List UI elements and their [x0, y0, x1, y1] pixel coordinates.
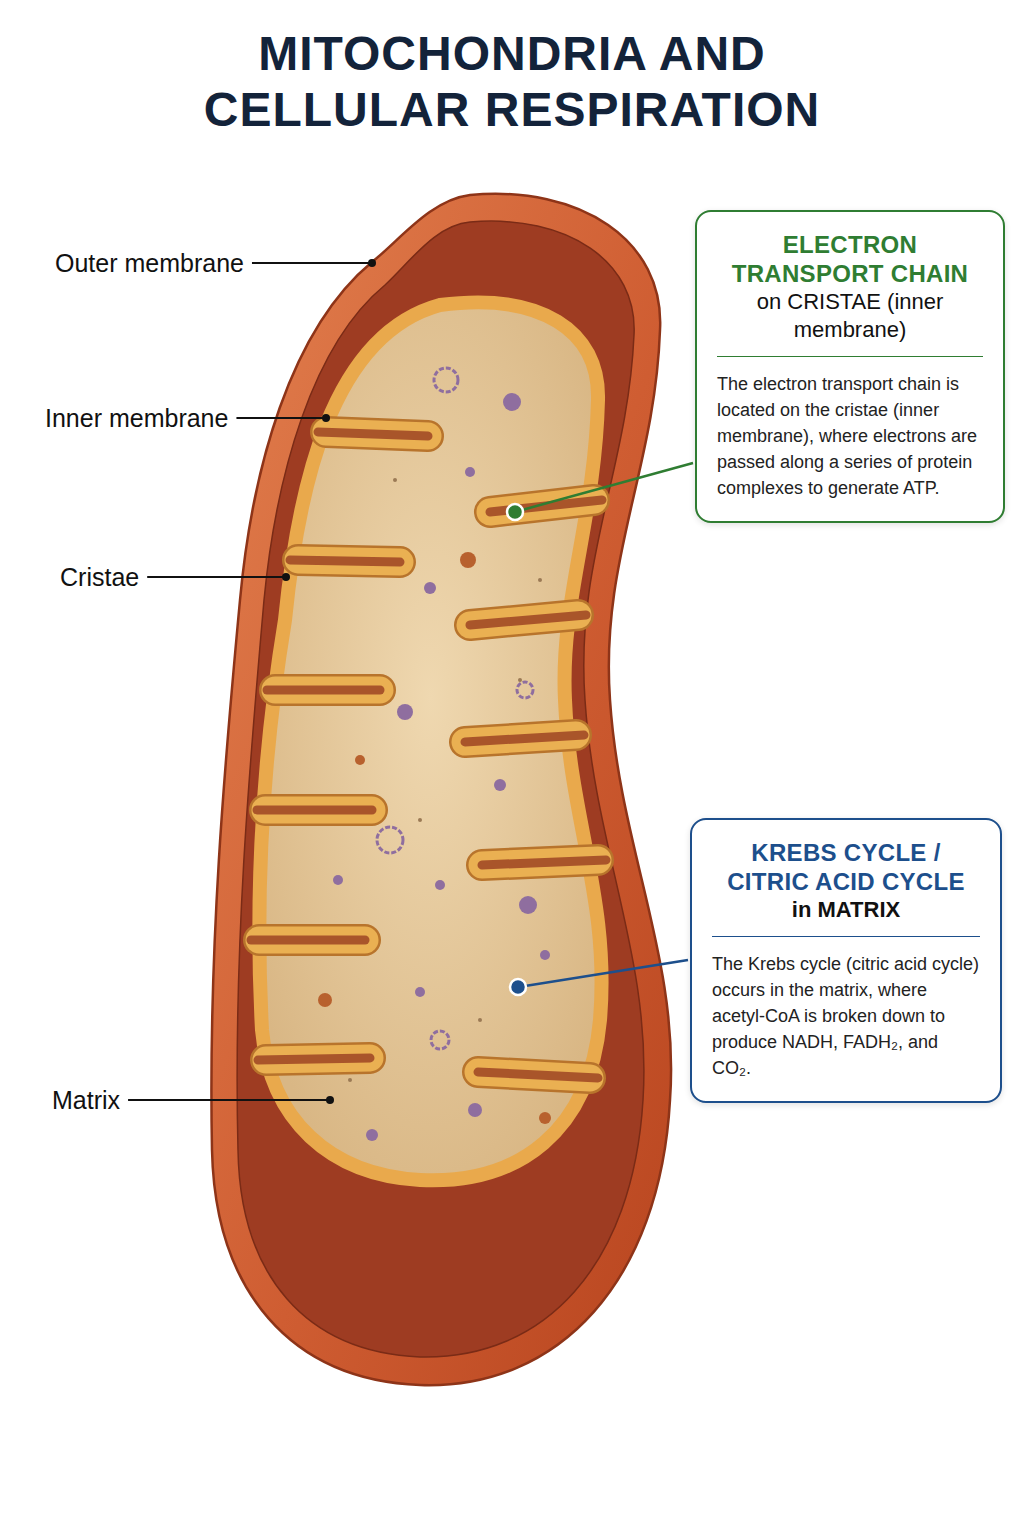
- matrix-granule: [424, 582, 436, 594]
- callout-body: The electron transport chain is located …: [717, 356, 983, 501]
- matrix-granule: [415, 987, 425, 997]
- matrix-granule: [519, 896, 537, 914]
- matrix-granule: [538, 578, 542, 582]
- crista-space: [267, 686, 380, 695]
- callout-body: The Krebs cycle (citric acid cycle) occu…: [712, 936, 980, 1081]
- leader-line: [147, 576, 286, 578]
- leader-line: [128, 1099, 330, 1101]
- title: MITOCHONDRIA AND CELLULAR RESPIRATION: [132, 26, 892, 138]
- matrix-granule: [348, 1078, 352, 1082]
- matrix-granule: [540, 950, 550, 960]
- inner-membrane-matrix: [259, 302, 601, 1180]
- matrix-granule: [418, 818, 422, 822]
- crista-space: [482, 860, 606, 865]
- matrix-granule: [318, 993, 332, 1007]
- leader-dot: [368, 259, 376, 267]
- callout-heading: KREBS CYCLE / CITRIC ACID CYCLE: [712, 838, 980, 896]
- mitochondrial-dna: [431, 1031, 449, 1049]
- callout-heading: ELECTRON TRANSPORT CHAIN: [717, 230, 983, 288]
- crista-space: [290, 560, 400, 562]
- mitochondrial-dna: [434, 368, 458, 392]
- matrix-granule: [539, 1112, 551, 1124]
- callout-leader: [522, 463, 693, 510]
- crista-space: [470, 615, 586, 625]
- matrix-granule: [518, 678, 522, 682]
- crista-space: [465, 735, 584, 742]
- matrix-granule: [397, 704, 413, 720]
- crista-space: [258, 1058, 370, 1060]
- matrix-granule: [494, 779, 506, 791]
- matrix-granule: [333, 875, 343, 885]
- callout-box: ELECTRON TRANSPORT CHAINon CRISTAE (inne…: [695, 210, 1005, 523]
- matrix-granule: [468, 1103, 482, 1117]
- mitochondrial-dna: [517, 682, 533, 698]
- crista-space: [478, 1072, 598, 1078]
- mitochondrial-dna: [377, 827, 403, 853]
- callout-dot: [507, 504, 523, 520]
- crista-space: [251, 936, 365, 945]
- callout-leader: [525, 960, 688, 986]
- leader-dot: [326, 1096, 334, 1104]
- callout-subheading: on CRISTAE (inner membrane): [717, 288, 983, 344]
- leader-line: [252, 262, 372, 264]
- matrix-granule: [465, 467, 475, 477]
- matrix-granule: [460, 552, 476, 568]
- part-label: Outer membrane: [55, 248, 244, 278]
- matrix-granule: [366, 1129, 378, 1141]
- callout-box: KREBS CYCLE / CITRIC ACID CYCLEin MATRIX…: [690, 818, 1002, 1103]
- matrix-granule: [355, 755, 365, 765]
- part-label: Matrix: [52, 1085, 120, 1115]
- intermembrane-space: [237, 221, 644, 1357]
- matrix-granule: [503, 393, 521, 411]
- crista-space: [257, 806, 372, 815]
- leader-dot: [282, 573, 290, 581]
- matrix-granule: [435, 880, 445, 890]
- leader-dot: [322, 414, 330, 422]
- part-label: Cristae: [60, 562, 139, 592]
- part-label: Inner membrane: [45, 403, 228, 433]
- callout-subheading: in MATRIX: [712, 896, 980, 924]
- outer-membrane-shape: [211, 194, 671, 1385]
- matrix-granule: [478, 1018, 482, 1022]
- crista-space: [318, 432, 428, 436]
- callout-dot: [510, 979, 526, 995]
- leader-line: [236, 417, 326, 419]
- matrix-granule: [393, 478, 397, 482]
